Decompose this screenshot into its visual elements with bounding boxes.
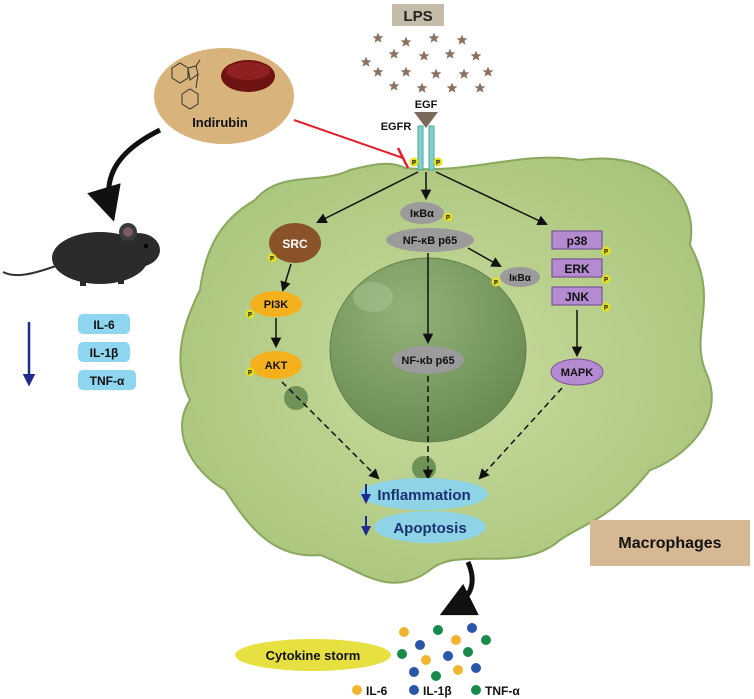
- src-node: [269, 223, 321, 263]
- erk-label: ERK: [564, 262, 590, 276]
- akt-vesicle: [284, 386, 308, 410]
- nuclear-nfkb-label: NF-κb p65: [401, 355, 454, 367]
- phospho-dot: [601, 274, 611, 284]
- egf-label: EGF: [415, 99, 438, 111]
- phospho-dot: [245, 367, 255, 377]
- egfr-label: EGFR: [381, 121, 412, 133]
- legend-il6-label: IL-6: [366, 684, 388, 698]
- egfr-left-chain: [417, 125, 424, 171]
- phospho-dot: [443, 212, 453, 222]
- phospho-dot: [601, 302, 611, 312]
- dashed-arrow-akt: [281, 381, 380, 480]
- arrow-src-pi3k: [280, 263, 292, 293]
- pi3k-label: PI3K: [264, 299, 289, 311]
- indirubin-label: Indirubin: [192, 115, 248, 130]
- released-ikba-node: [500, 267, 540, 287]
- nfkb-p65-node: [386, 228, 474, 252]
- phospho-dot: [601, 246, 611, 256]
- nucleolus: [353, 282, 393, 312]
- lps-label: LPS: [403, 8, 432, 25]
- phospho-dot: [491, 277, 501, 287]
- legend-il1b-label: IL-1β: [423, 684, 452, 698]
- il6-badge: [78, 314, 130, 334]
- cytokine-particles: [397, 623, 491, 681]
- tnfa-label: TNF-α: [90, 374, 125, 388]
- phospho-label: P: [446, 216, 450, 222]
- indirubin-powder-top: [226, 62, 270, 80]
- apoptosis-label: Apoptosis: [393, 520, 466, 537]
- lps-particles: [360, 32, 494, 93]
- p38-box: [551, 230, 603, 250]
- mapk-label: MAPK: [561, 367, 593, 379]
- akt-node: [250, 351, 302, 379]
- cytokine-storm-ellipse: [235, 639, 391, 671]
- mapk-node: [550, 358, 604, 386]
- lps-box: [392, 4, 444, 26]
- released-ikba-label: IκBα: [509, 273, 532, 284]
- phospho-label: P: [494, 281, 498, 287]
- pi3k-node: [250, 291, 302, 317]
- cytokine-storm-label: Cytokine storm: [266, 648, 361, 663]
- indirubin-structure-icon: [171, 59, 201, 110]
- drug-to-mouse-arrow: [87, 127, 162, 222]
- to-cytokine-storm-arrow: [439, 561, 479, 616]
- mouse-icon: [2, 223, 160, 286]
- nfkb-p65-label: NF-κB p65: [403, 235, 457, 247]
- phospho-dot: [245, 309, 255, 319]
- arrow-to-src: [316, 171, 419, 223]
- il1b-badge: [78, 342, 130, 362]
- phospho-label: P: [436, 161, 440, 167]
- phospho-label: P: [412, 161, 416, 167]
- phospho-dot: [409, 157, 419, 167]
- phospho-label: P: [604, 306, 608, 312]
- phospho-label: P: [270, 257, 274, 263]
- legend-tnfa-swatch: [471, 685, 481, 695]
- egfr-right-chain: [428, 125, 435, 171]
- phospho-label: P: [604, 250, 608, 256]
- arrow-to-mapk: [435, 171, 548, 226]
- src-label: SRC: [282, 237, 308, 251]
- legend-il1b-swatch: [409, 685, 419, 695]
- inhibition-bar: [396, 147, 410, 169]
- inflammation-node: [360, 478, 488, 510]
- tnfa-badge: [78, 370, 136, 390]
- il6-label: IL-6: [93, 318, 115, 332]
- jnk-label: JNK: [565, 290, 589, 304]
- legend-il6-swatch: [352, 685, 362, 695]
- phospho-dot: [433, 157, 443, 167]
- nuclear-nfkb-node: [392, 346, 464, 374]
- ikba-node: [400, 202, 444, 224]
- dashed-arrow-mapk: [478, 387, 563, 480]
- p38-label: p38: [567, 234, 588, 248]
- phospho-label: P: [248, 313, 252, 319]
- inhibition-line: [293, 119, 404, 159]
- apoptosis-node: [374, 511, 486, 543]
- arrow-release-ikba: [467, 247, 502, 268]
- il1b-label: IL-1β: [90, 346, 119, 360]
- jnk-box: [551, 286, 603, 306]
- inflammation-label: Inflammation: [377, 487, 470, 504]
- phospho-label: P: [248, 371, 252, 377]
- phospho-label: P: [604, 278, 608, 284]
- macrophages-label: Macrophages: [618, 535, 721, 552]
- legend-tnfa-label: TNF-α: [485, 684, 520, 698]
- macrophages-box: [590, 520, 750, 566]
- egf-ligand: [414, 112, 438, 128]
- nuclear-vesicle: [412, 456, 436, 480]
- ikba-label: IκBα: [410, 208, 434, 220]
- akt-label: AKT: [265, 360, 288, 372]
- erk-box: [551, 258, 603, 278]
- phospho-dot: [267, 253, 277, 263]
